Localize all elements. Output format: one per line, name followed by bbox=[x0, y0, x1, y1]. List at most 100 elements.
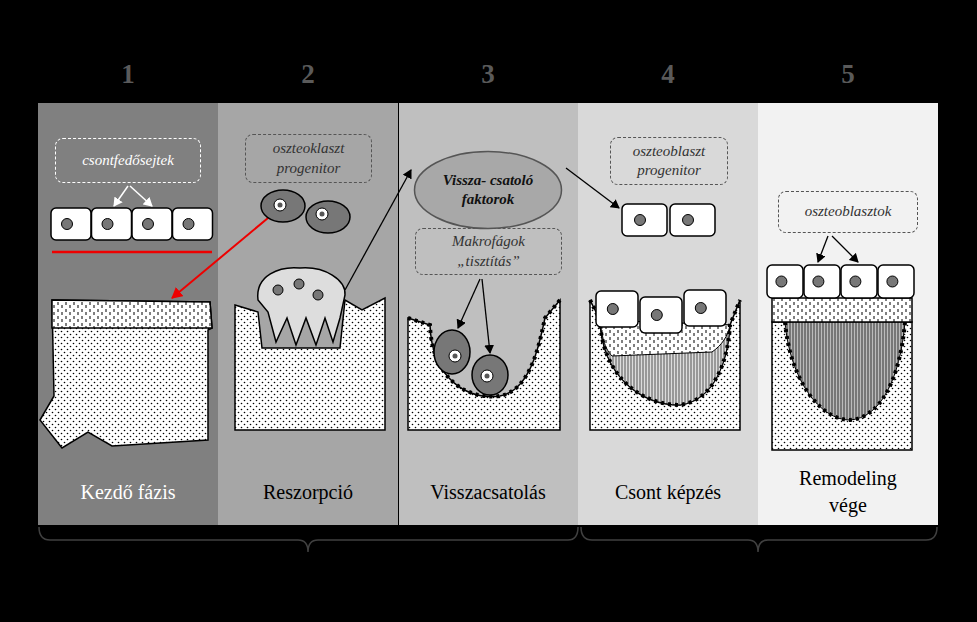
phase-brackets bbox=[39, 527, 578, 552]
panel-1-drawing bbox=[52, 300, 212, 328]
panel-4-drawing bbox=[635, 215, 646, 226]
phase-label: Kezdő fázis bbox=[81, 479, 176, 506]
panel-backgrounds bbox=[38, 103, 938, 525]
panel-backgrounds bbox=[578, 103, 758, 525]
panel-5-drawing bbox=[850, 276, 861, 287]
panel-backgrounds bbox=[398, 103, 399, 525]
phase-number: 2 bbox=[301, 59, 315, 89]
phase-number: 5 bbox=[841, 59, 855, 89]
panel-5-drawing bbox=[841, 265, 877, 298]
dashed-callout-box: Makrofágok „tisztítás” bbox=[415, 228, 562, 275]
panel-1-drawing bbox=[40, 300, 212, 448]
phase-label: Csont képzés bbox=[615, 479, 721, 506]
phase-number-holder: 1 bbox=[38, 59, 218, 90]
feedback-ellipse: Vissza- csatoló faktorok bbox=[413, 150, 563, 230]
callout-text: Makrofágok „tisztítás” bbox=[422, 232, 555, 271]
panel-2-drawing bbox=[313, 290, 323, 300]
phase-label-holder: Kezdő fázis bbox=[38, 461, 218, 523]
panel-2-drawing bbox=[235, 170, 411, 430]
panel-3-drawing bbox=[449, 350, 461, 362]
phase-panel: 3VisszacsatolásVissza- csatoló faktorokM… bbox=[398, 103, 578, 525]
phase-brackets bbox=[39, 527, 937, 552]
panel-1-drawing bbox=[62, 219, 73, 230]
panel-1-drawing bbox=[52, 251, 212, 254]
phase-number-holder: 5 bbox=[758, 59, 938, 90]
panel-3-drawing bbox=[482, 279, 490, 353]
panel-1-drawing bbox=[114, 186, 128, 206]
callout-text: oszteoklaszt progenitor bbox=[252, 139, 365, 178]
phase-number-holder: 3 bbox=[398, 59, 578, 90]
panel-4-drawing bbox=[607, 304, 618, 315]
panel-5-drawing bbox=[776, 276, 787, 287]
panel-1-drawing bbox=[51, 208, 213, 240]
panel-backgrounds bbox=[218, 103, 398, 525]
ellipse-label: Vissza- csatoló faktorok bbox=[440, 171, 536, 210]
panel-3-drawing bbox=[434, 330, 470, 374]
panel-5-drawing bbox=[772, 298, 912, 322]
panel-1-drawing bbox=[143, 219, 154, 230]
panel-2-drawing bbox=[320, 212, 325, 217]
panel-4-drawing bbox=[651, 310, 662, 321]
panel-2-drawing bbox=[274, 199, 286, 211]
panel-4-drawing bbox=[684, 290, 726, 326]
panel-2-drawing bbox=[258, 268, 345, 345]
panel-4-drawing bbox=[670, 204, 715, 236]
phase-number-holder: 4 bbox=[578, 59, 758, 90]
callout-text: oszteoblaszt progenitor bbox=[617, 142, 721, 181]
dashed-callout-box: oszteoblaszt progenitor bbox=[610, 137, 728, 185]
panel-2-drawing bbox=[316, 208, 328, 220]
panel-5-drawing bbox=[767, 265, 914, 298]
panel-1-drawing bbox=[183, 219, 194, 230]
panel-5-drawing bbox=[887, 276, 898, 287]
phase-number-holder: 2 bbox=[218, 59, 398, 90]
panel-1-drawing bbox=[40, 186, 268, 448]
phase-number: 1 bbox=[121, 59, 135, 89]
panel-backgrounds bbox=[758, 103, 938, 525]
panel-2-drawing bbox=[345, 170, 411, 290]
panel-5-drawing bbox=[767, 236, 914, 450]
panel-3-drawing bbox=[566, 168, 619, 208]
phase-label-holder: Remodeling vége bbox=[758, 461, 938, 523]
panel-4-drawing bbox=[590, 204, 740, 430]
panel-2-drawing bbox=[278, 203, 283, 208]
panel-1-drawing bbox=[172, 218, 268, 298]
panel-2-drawing bbox=[261, 190, 305, 222]
panel-backgrounds bbox=[398, 103, 578, 525]
panel-5-drawing bbox=[878, 265, 914, 298]
panel-5-drawing bbox=[772, 322, 912, 450]
phase-label-holder: Reszorpció bbox=[218, 461, 398, 523]
panel-1-drawing bbox=[132, 208, 172, 240]
panel-5-drawing bbox=[785, 322, 905, 420]
panel-5-drawing bbox=[804, 265, 840, 298]
panel-5-drawing bbox=[767, 265, 803, 298]
panel-1-drawing bbox=[130, 186, 152, 206]
panel-1-drawing bbox=[173, 208, 213, 240]
panel-2-drawing bbox=[306, 201, 350, 233]
phase-number: 4 bbox=[661, 59, 675, 89]
panel-4-drawing bbox=[622, 204, 667, 236]
panel-5-drawing bbox=[785, 322, 905, 420]
phase-panel: 2Reszorpcióoszteoklaszt progenitor bbox=[218, 103, 398, 525]
phase-number: 3 bbox=[481, 59, 495, 89]
panel-2-drawing bbox=[273, 285, 283, 295]
dashed-callout-box: oszteoklaszt progenitor bbox=[245, 134, 372, 183]
panel-1-drawing bbox=[51, 208, 91, 240]
panel-3-drawing bbox=[481, 370, 493, 382]
panel-4-drawing bbox=[596, 204, 726, 333]
ellipse-outline bbox=[413, 150, 563, 230]
phase-panel: 1Kezdő fáziscsontfedősejtek bbox=[38, 103, 218, 525]
dashed-callout-box: oszteoblasztok bbox=[778, 191, 918, 233]
phase-label-holder: Csont képzés bbox=[578, 461, 758, 523]
panel-5-drawing bbox=[813, 276, 824, 287]
callout-text: oszteoblasztok bbox=[805, 202, 892, 222]
panel-3-drawing bbox=[453, 354, 458, 359]
panel-4-drawing bbox=[683, 215, 694, 226]
phase-label: Reszorpció bbox=[263, 479, 353, 506]
panel-backgrounds bbox=[38, 103, 218, 525]
panel-3-drawing bbox=[458, 279, 480, 328]
phase-label: Remodeling vége bbox=[788, 465, 908, 519]
phase-label-holder: Visszacsatolás bbox=[398, 461, 578, 523]
panel-3-drawing bbox=[408, 300, 560, 396]
